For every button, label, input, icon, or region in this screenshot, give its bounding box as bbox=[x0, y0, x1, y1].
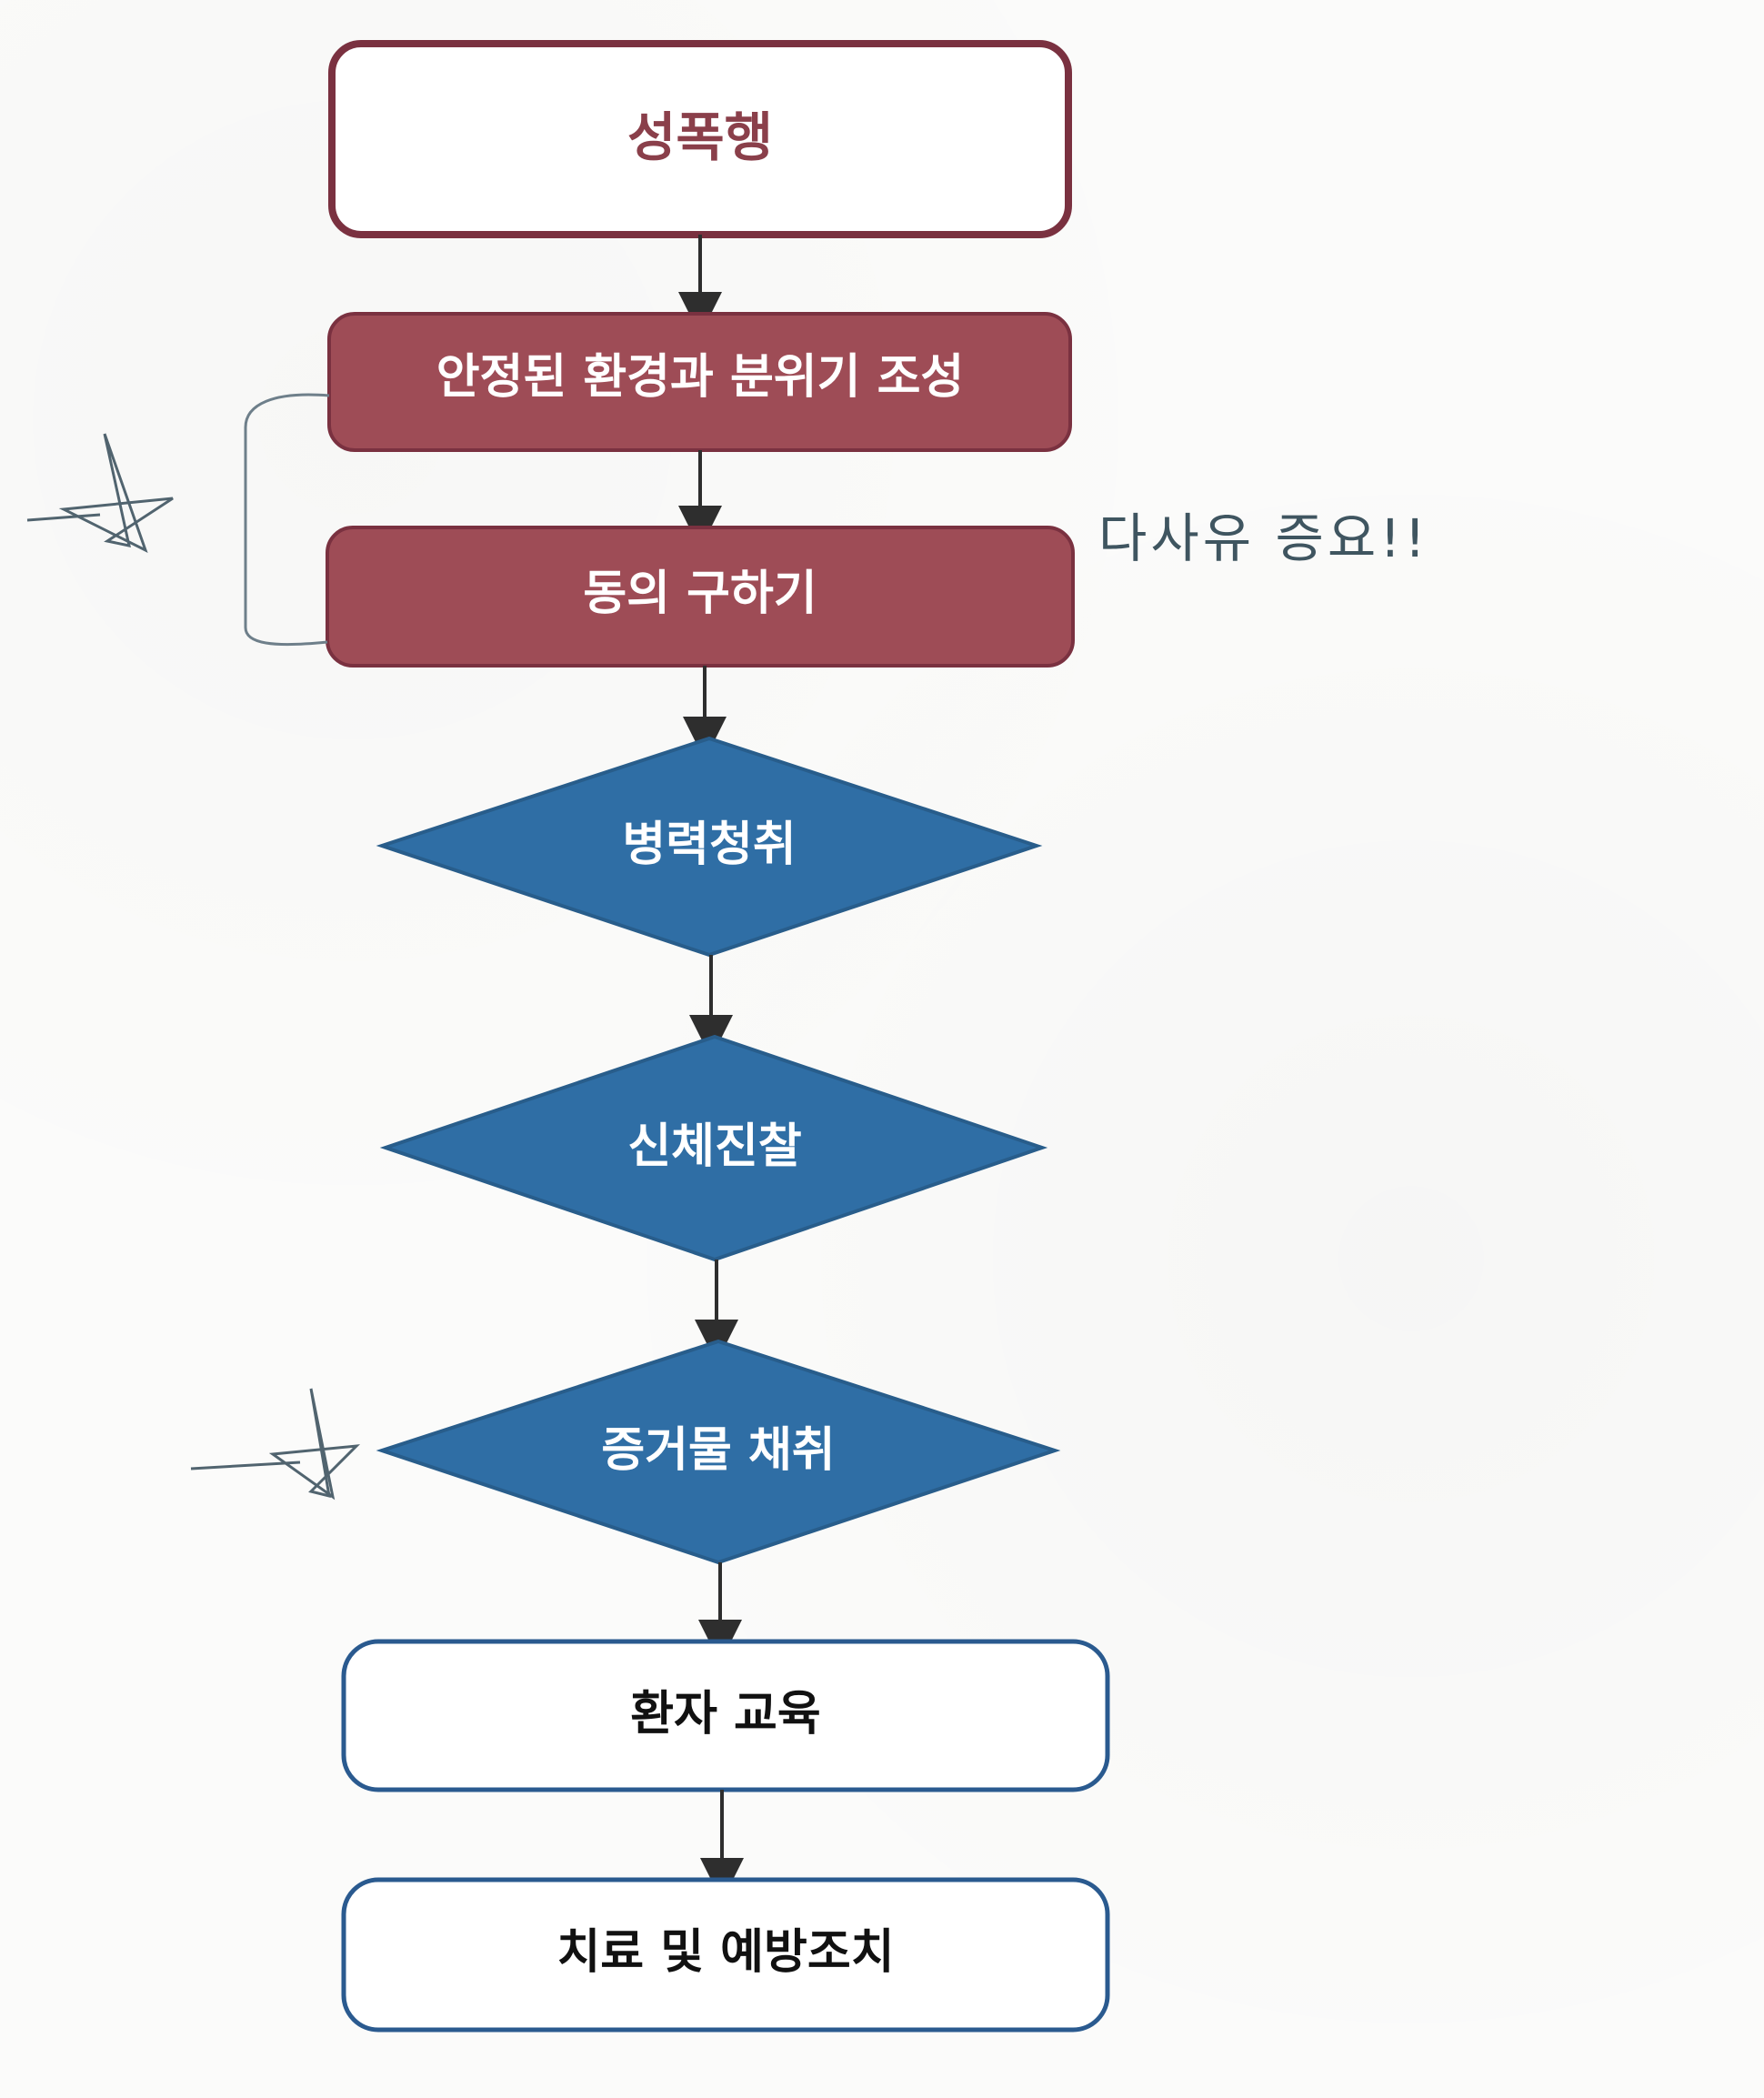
handwritten-star-top-left bbox=[26, 433, 174, 553]
flow-node-environment-label: 안정된 환경과 분위기 조성 bbox=[436, 350, 965, 405]
flow-node-treatment: 치료 및 예방조치 bbox=[341, 1877, 1110, 2033]
handwritten-bracket bbox=[244, 393, 330, 647]
handwritten-star-bottom-left bbox=[190, 1388, 361, 1501]
flow-node-consent: 동의 구하기 bbox=[326, 526, 1075, 668]
flow-node-history: 병력청취 bbox=[376, 736, 1043, 958]
flow-node-evidence: 증거물 채취 bbox=[376, 1339, 1061, 1565]
flow-node-consent-label: 동의 구하기 bbox=[583, 567, 817, 621]
flow-node-environment: 안정된 환경과 분위기 조성 bbox=[327, 312, 1072, 452]
flow-node-evidence-label: 증거물 채취 bbox=[601, 1423, 835, 1478]
flow-node-treatment-label: 치료 및 예방조치 bbox=[556, 1925, 894, 1980]
flow-node-exam: 신체진찰 bbox=[379, 1034, 1048, 1262]
flow-node-education-label: 환자 교육 bbox=[630, 1687, 820, 1742]
flow-node-history-label: 병력청취 bbox=[622, 818, 796, 872]
flow-node-exam-label: 신체진찰 bbox=[627, 1119, 801, 1174]
handwritten-note: 다사유 증요!! bbox=[1098, 507, 1429, 569]
flow-node-start: 성폭행 bbox=[328, 40, 1072, 238]
flow-node-education: 환자 교육 bbox=[341, 1639, 1110, 1792]
flow-node-start-label: 성폭행 bbox=[627, 106, 773, 168]
